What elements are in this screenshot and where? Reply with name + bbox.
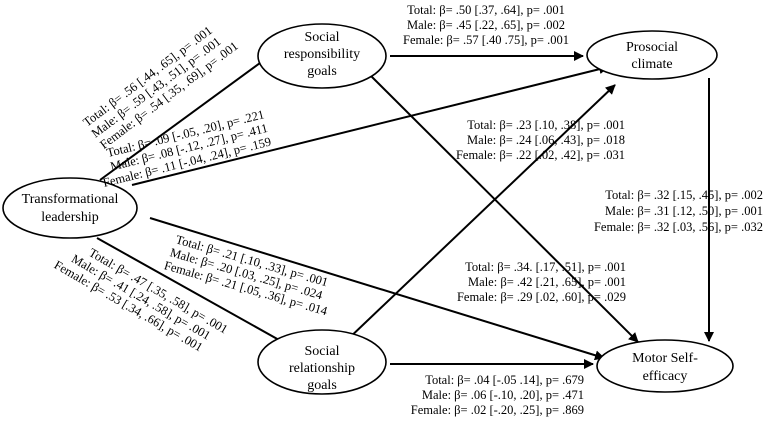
node-label-line: leadership	[41, 210, 99, 225]
coef-total: Total: β= .04 [-.05 .14], p= .679	[425, 373, 584, 387]
coef-female: Female: β= .02 [-.20, .25], p= .869	[411, 403, 584, 417]
coef-male: Male: β= .31 [.12, .50], p= .001	[605, 204, 763, 218]
coef-total: Total: β= .50 [.37, .64], p= .001	[407, 3, 565, 17]
edge-srelg-to-pc	[344, 84, 616, 343]
node-shape	[257, 329, 387, 395]
label-pc-to-mse: Total: β= .32 [.15, .45], p= .002 Male: …	[594, 188, 763, 234]
edge-tl-to-mse	[149, 217, 605, 361]
node-label-line: goals	[307, 378, 337, 393]
node-label-line: climate	[631, 57, 672, 72]
node-label-line: responsibility	[284, 47, 360, 62]
node-transformational-leadership: Transformational leadership	[2, 177, 138, 239]
label-srg-to-mse: Total: β= .34. [.17, .51], p= .001 Male:…	[457, 260, 626, 304]
node-social-responsibility-goals: Social responsibility goals	[257, 23, 387, 89]
edge-tl-to-pc	[131, 64, 609, 186]
label-srelg-to-mse: Total: β= .04 [-.05 .14], p= .679 Male: …	[411, 373, 584, 417]
coef-total: Total: β= .23 [.10, .38], p= .001	[467, 118, 625, 132]
edge-srg-to-mse	[370, 75, 639, 343]
node-shape	[257, 23, 387, 89]
node-shape	[586, 30, 718, 80]
coef-male: Male: β= .06 [-.10, .20], p= .471	[422, 388, 584, 402]
node-prosocial-climate: Prosocial climate	[586, 30, 718, 80]
node-label-line: Motor Self-	[632, 351, 698, 366]
edge-tl-to-srg	[99, 51, 276, 181]
node-shape	[2, 177, 138, 239]
node-shape	[596, 339, 734, 393]
node-label-line: Social	[305, 30, 340, 45]
coef-male: Male: β= .24 [.06, .43], p= .018	[467, 133, 625, 147]
coef-female: Female: β= .29 [.02, .60], p= .029	[457, 290, 626, 304]
node-label-line: Prosocial	[626, 40, 678, 55]
coef-female: Female: β= .57 [.40 .75], p= .001	[403, 33, 569, 47]
coef-total: Total: β= .32 [.15, .45], p= .002	[605, 188, 763, 202]
node-label-line: goals	[307, 64, 337, 79]
node-motor-self-efficacy: Motor Self- efficacy	[596, 339, 734, 393]
coef-total: Total: β= .34. [.17, .51], p= .001	[465, 260, 626, 274]
edges	[96, 51, 714, 369]
coef-male: Male: β= .45 [.22, .65], p= .002	[407, 18, 565, 32]
node-label-line: Transformational	[22, 192, 119, 207]
coef-male: Male: β= .42 [.21, .65], p= .001	[468, 275, 626, 289]
node-label-line: Social	[305, 344, 340, 359]
edge-tl-to-srelg	[96, 237, 289, 346]
label-srg-to-pc: Total: β= .50 [.37, .64], p= .001 Male: …	[403, 3, 569, 47]
label-srelg-to-pc: Total: β= .23 [.10, .38], p= .001 Male: …	[456, 118, 625, 162]
node-label-line: relationship	[289, 361, 355, 376]
coef-female: Female: β= .22 [.02, .42], p= .031	[456, 148, 625, 162]
coef-female: Female: β= .32 [.03, .56], p= .032	[594, 220, 763, 234]
node-label-line: efficacy	[643, 369, 688, 384]
node-social-relationship-goals: Social relationship goals	[257, 329, 387, 395]
